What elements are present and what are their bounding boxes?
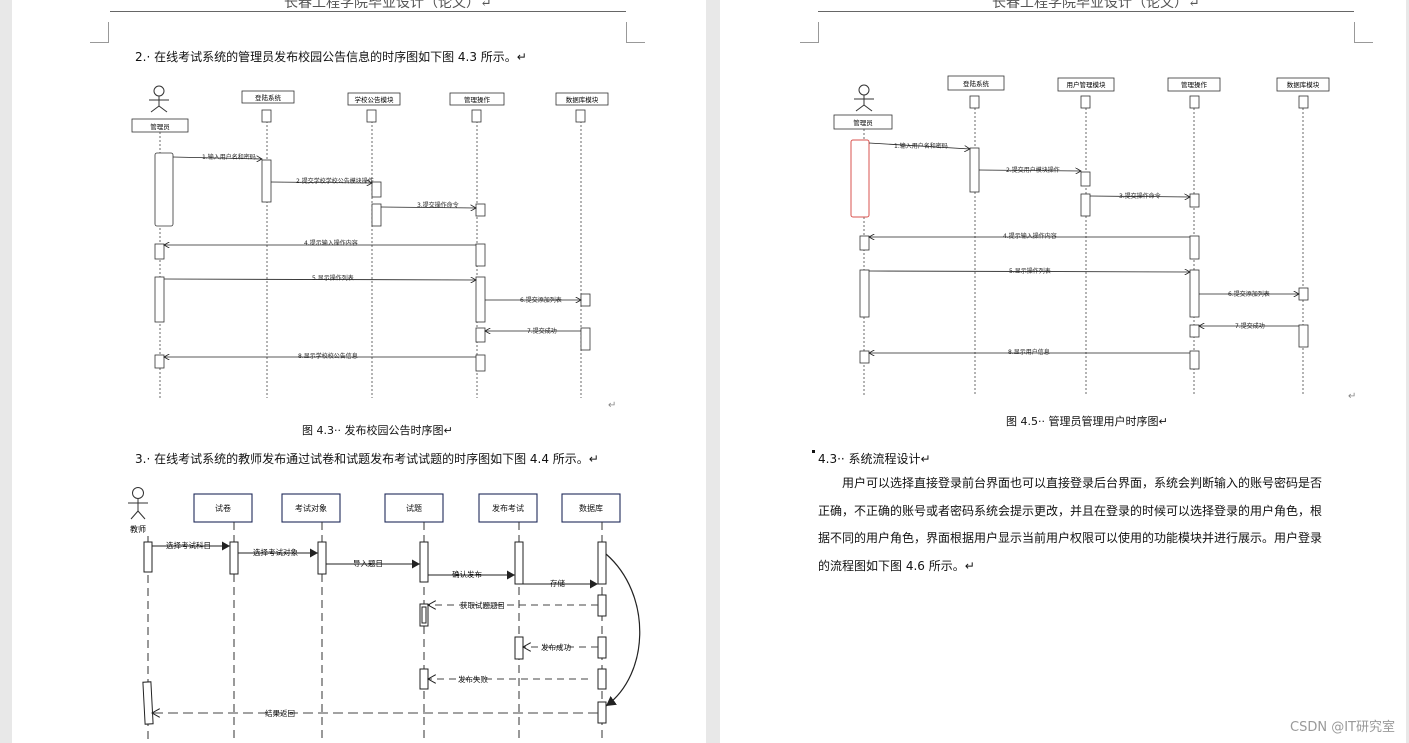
margin-corner-mark [800, 22, 819, 43]
lifeline-label: 试题 [406, 503, 422, 513]
page-header-title: 长春工程学院毕业设计（论文）↵ [284, 0, 492, 11]
message-label: 获取试题题目 [460, 600, 505, 610]
message-label: 结果返回 [265, 708, 295, 718]
message-label: 1.输入用户名和密码 [202, 153, 256, 161]
sequence-diagram-fig44: 教师 试卷 考试对象 试题 发布考试 数据库 [128, 487, 641, 743]
message-label: 8.显示学校校公告信息 [298, 352, 358, 360]
lifeline-label: 考试对象 [295, 503, 327, 513]
message-label: 3.提交操作命令 [417, 201, 459, 209]
document-page-left: 长春工程学院毕业设计（论文）↵ 2.· 在线考试系统的管理员发布校园公告信息的时… [12, 0, 706, 743]
message-label: 4.提示输入操作内容 [1003, 232, 1057, 240]
lifeline-head [1276, 77, 1330, 92]
figure-caption-4-3: 图 4.3·· 发布校园公告时序图↵ [302, 424, 453, 437]
lifeline-label: 管理操作 [464, 95, 491, 104]
margin-corner-mark [1354, 22, 1373, 43]
header-rule [818, 11, 1354, 12]
message-label: 1.输入用户名和密码 [894, 142, 948, 150]
page-header-title: 长春工程学院毕业设计（论文）↵ [992, 0, 1200, 11]
paragraph-return-mark: ↵ [608, 400, 617, 411]
message-label: 导入题目 [353, 559, 383, 568]
section-heading: 4.3·· 系统流程设计↵ [818, 452, 931, 466]
message-label: 存储 [550, 578, 565, 588]
lifeline-label: 管理操作 [1181, 80, 1208, 89]
lifeline-label-actor: 教师 [130, 524, 146, 534]
message-label: 6.提交添加列表 [520, 296, 562, 304]
lifeline-label-actor: 管理员 [150, 122, 170, 131]
lifeline-head [947, 75, 1005, 91]
paragraph-return-mark: ↵ [1348, 391, 1357, 402]
message-label: 7.提交成功 [1235, 322, 1265, 330]
lifeline-label: 数据库模块 [566, 95, 599, 104]
message-label: 2.提交学校学校公告模块操作 [296, 177, 374, 185]
actor-figure [128, 487, 148, 520]
document-page-right: 长春工程学院毕业设计（论文）↵ 管理员 登陆系统 用户管理模块 管理操作 数据库… [720, 0, 1406, 743]
lifeline-label: 数据库 [579, 503, 603, 513]
lifeline-label: 用户管理模块 [1067, 80, 1107, 89]
message-label: 选择考试科目 [166, 540, 211, 550]
message-label: 5.显示操作列表 [312, 274, 354, 282]
margin-corner-mark [90, 22, 109, 43]
body-line: 据不同的用户角色，界面根据用户显示当前用户权限可以使用的功能模块并进行展示。用户… [818, 531, 1323, 545]
lifeline-head [347, 92, 401, 106]
lifeline-label: 发布考试 [492, 503, 524, 513]
paragraph-fig43-intro: 2.· 在线考试系统的管理员发布校园公告信息的时序图如下图 4.3 所示。↵ [135, 50, 527, 64]
message-label: 4.提示输入操作内容 [304, 239, 358, 247]
lifeline-head [555, 92, 609, 106]
lifeline-head [1057, 77, 1115, 92]
message-label: 6.提交添加列表 [1228, 290, 1270, 298]
lifeline-label: 数据库模块 [1287, 80, 1320, 89]
message-label: 2.提交用户模块操作 [1006, 166, 1060, 174]
lifeline-head-actor [833, 114, 893, 130]
highlighted-activation [850, 139, 870, 218]
margin-corner-mark [626, 22, 645, 43]
paragraph-fig44-intro: 3.· 在线考试系统的教师发布通过试卷和试题发布考试试题的时序图如下图 4.4 … [135, 452, 599, 466]
lifeline-label: 学校公告模块 [355, 95, 395, 104]
message-label: 8.显示用户信息 [1008, 348, 1050, 356]
message-label: 确认发布 [452, 569, 482, 579]
message-label: 7.提交成功 [527, 327, 557, 335]
message-label: 5.显示操作列表 [1009, 267, 1051, 275]
figure-caption-4-5: 图 4.5·· 管理员管理用户时序图↵ [1006, 415, 1168, 428]
message-label: 3.提交操作命令 [1119, 192, 1161, 200]
actor-figure [149, 85, 169, 113]
body-line: 正确，不正确的账号或者密码系统会提示更改，并且在登录的时候可以选择登录的用户角色… [818, 503, 1323, 518]
lifeline-label: 试卷 [215, 503, 231, 513]
lifeline-head [449, 92, 505, 106]
list-marker [812, 450, 815, 453]
header-rule [110, 11, 626, 12]
body-line: 的流程图如下图 4.6 所示。↵ [818, 558, 975, 573]
message-label: 选择考试对象 [253, 547, 298, 557]
message-label: 发布成功 [541, 642, 571, 652]
lifeline-label: 登陆系统 [255, 93, 282, 102]
sequence-diagram-fig43: 管理员 登陆系统 学校公告模块 管理操作 数据库模块 [131, 85, 609, 398]
lifeline-label: 登陆系统 [963, 79, 990, 88]
sequence-diagram-fig45: 管理员 登陆系统 用户管理模块 管理操作 数据库模块 [833, 75, 1330, 395]
csdn-watermark: CSDN @IT研究室 [1290, 720, 1395, 735]
body-line: 用户可以选择直接登录前台界面也可以直接登录后台界面，系统会判断输入的账号密码是否 [842, 476, 1323, 490]
message-label: 发布失败 [458, 674, 488, 684]
actor-figure [854, 84, 874, 112]
body-paragraph: 用户可以选择直接登录前台界面也可以直接登录后台界面，系统会判断输入的账号密码是否… [818, 470, 1338, 580]
lifeline-head [241, 90, 295, 104]
lifeline-label-actor: 管理员 [853, 118, 873, 127]
lifeline-head [1167, 77, 1221, 92]
